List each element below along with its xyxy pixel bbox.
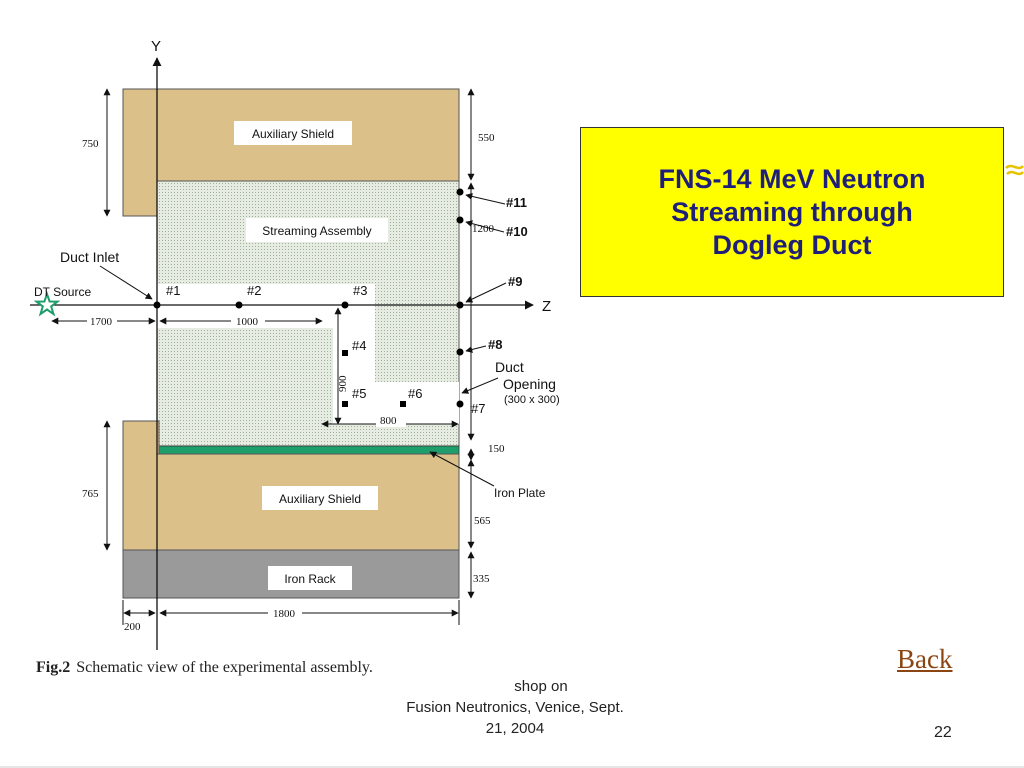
page-number: 22 [934, 724, 952, 741]
aux-shield-bottom-label: Auxiliary Shield [279, 492, 361, 506]
dim-335: 335 [473, 573, 490, 585]
dim-1200: 1200 [472, 223, 495, 235]
detector-label-10: #10 [506, 224, 528, 239]
detector-1 [153, 301, 161, 309]
detector-label-5: #5 [352, 386, 366, 401]
detector-6 [400, 401, 406, 407]
footer-line-2: Fusion Neutronics, Venice, Sept. [406, 699, 624, 716]
detector-label-3: #3 [353, 283, 367, 298]
detector-label-4: #4 [352, 338, 366, 353]
aux-shield-top-label: Auxiliary Shield [252, 127, 334, 141]
detector-3 [341, 301, 349, 309]
opening-size-label: (300 x 300) [504, 394, 560, 406]
streaming-assembly-label: Streaming Assembly [262, 224, 371, 238]
decorative-squiggle-icon [1005, 164, 1024, 176]
slide-footer: shop on Fusion Neutronics, Venice, Sept.… [350, 676, 680, 739]
y-axis-label: Y [151, 38, 161, 55]
dim-550: 550 [478, 132, 495, 144]
opening-label: Opening [503, 376, 556, 392]
title-line-1: FNS-14 MeV Neutron [658, 163, 926, 194]
dt-source-star-icon [33, 290, 61, 317]
detector-label-2: #2 [247, 283, 261, 298]
dim-200: 200 [124, 621, 141, 633]
detector-8 [456, 348, 464, 356]
detector-label-9: #9 [508, 274, 522, 289]
dt-source-label: DT Source [34, 285, 91, 299]
detector-5 [342, 401, 348, 407]
dim-1800: 1800 [273, 608, 296, 620]
detector-label-11: #11 [506, 195, 527, 210]
footer-line-1: shop on [514, 678, 568, 695]
title-line-3: Dogleg Duct [712, 229, 872, 260]
duct-label: Duct [495, 359, 524, 375]
dim-150: 150 [488, 443, 505, 455]
detector-2 [235, 301, 243, 309]
detector-points [153, 188, 464, 408]
detector-label-8: #8 [488, 337, 502, 352]
footer-occluder [468, 672, 576, 696]
detector-4 [342, 350, 348, 356]
dim-750: 750 [82, 138, 99, 150]
detector-11 [456, 188, 464, 196]
iron-plate [156, 445, 460, 455]
iron-plate-label: Iron Plate [494, 486, 546, 500]
figure-caption-text: Schematic view of the experimental assem… [76, 659, 373, 676]
footer-line-3: 21, 2004 [485, 720, 545, 737]
dim-765: 765 [82, 488, 99, 500]
iron-rack-label: Iron Rack [284, 572, 336, 586]
dim-1000: 1000 [236, 316, 259, 328]
z-axis-label: Z [542, 298, 551, 315]
dim-900: 900 [337, 375, 349, 392]
detector-9 [456, 301, 464, 309]
dim-565: 565 [474, 515, 491, 527]
detector-label-1: #1 [166, 283, 180, 298]
detector-7 [456, 400, 464, 408]
dim-1700: 1700 [90, 316, 113, 328]
aux-shield-bottom-side [122, 420, 160, 551]
bottom-rule [0, 766, 1024, 768]
detector-10 [456, 216, 464, 224]
figure-caption-label: Fig.2 [36, 659, 71, 676]
dim-800: 800 [380, 415, 397, 427]
aux-shield-top-side [122, 88, 160, 217]
back-link[interactable]: Back [897, 644, 953, 674]
figure-caption: Fig.2 Schematic view of the experimental … [36, 659, 373, 677]
detector-label-6: #6 [408, 386, 422, 401]
detector-label-7: #7 [471, 401, 485, 416]
title-box: FNS-14 MeV Neutron Streaming through Dog… [580, 127, 1004, 297]
title-line-2: Streaming through [671, 196, 913, 227]
duct-inlet-label: Duct Inlet [60, 249, 119, 265]
